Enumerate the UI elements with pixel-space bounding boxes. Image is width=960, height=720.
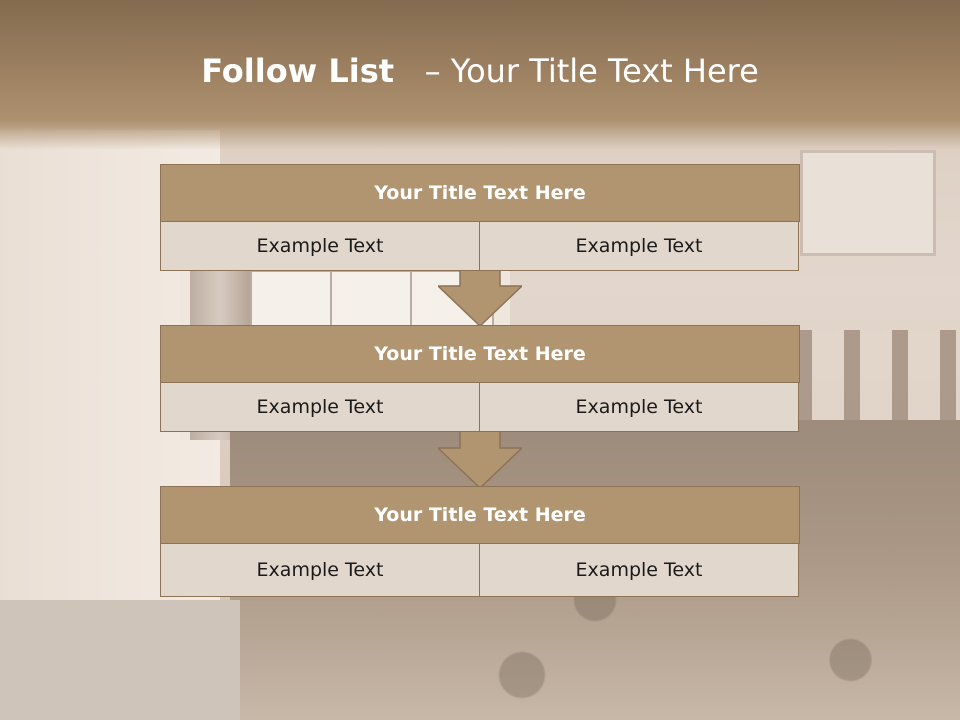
list-block-1: Your Title Text Here Example Text Exampl… — [160, 164, 800, 271]
block-cell-left: Example Text — [160, 544, 480, 597]
block-heading: Your Title Text Here — [160, 325, 800, 383]
list-block-3: Your Title Text Here Example Text Exampl… — [160, 486, 800, 597]
list-block-2: Your Title Text Here Example Text Exampl… — [160, 325, 800, 432]
down-arrow-icon — [438, 268, 522, 326]
floor — [0, 600, 240, 720]
title-rest: – Your Title Text Here — [424, 52, 759, 90]
block-heading: Your Title Text Here — [160, 486, 800, 544]
picture-frame — [800, 150, 936, 256]
block-row: Example Text Example Text — [160, 383, 800, 432]
block-cell-right: Example Text — [480, 222, 799, 271]
down-arrow-icon — [438, 430, 522, 488]
block-row: Example Text Example Text — [160, 222, 800, 271]
block-cell-left: Example Text — [160, 222, 480, 271]
title-banner — [0, 0, 960, 150]
block-cell-left: Example Text — [160, 383, 480, 432]
title-bold: Follow List — [201, 52, 395, 90]
block-row: Example Text Example Text — [160, 544, 800, 597]
block-cell-right: Example Text — [480, 544, 799, 597]
block-heading: Your Title Text Here — [160, 164, 800, 222]
slide-title: Follow List – Your Title Text Here — [0, 52, 960, 90]
block-cell-right: Example Text — [480, 383, 799, 432]
